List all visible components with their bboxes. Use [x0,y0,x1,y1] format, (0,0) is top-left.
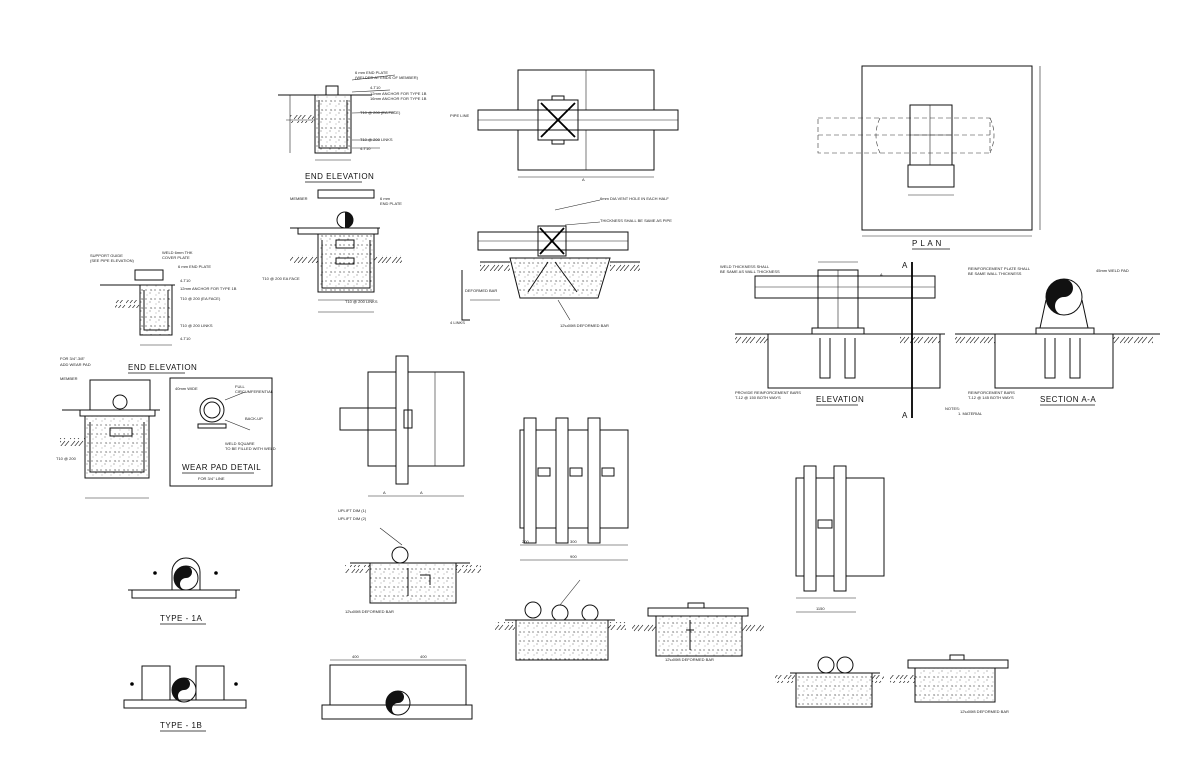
svg-text:A: A [902,411,908,420]
svg-text:T-12 @ 145 BOTH WAYS: T-12 @ 145 BOTH WAYS [968,395,1014,400]
detail-pipe-crossing-plan: PIPE LINE A [450,69,679,182]
svg-text:PROVIDE REINFORCEMENT BARS: PROVIDE REINFORCEMENT BARS [735,390,801,395]
svg-text:BACK-UP: BACK-UP [245,416,263,421]
svg-text:A: A [420,490,423,495]
svg-text:4-T10: 4-T10 [180,336,191,341]
svg-text:A: A [880,272,883,277]
svg-text:T10 @ 200 LINKS: T10 @ 200 LINKS [345,299,378,304]
title-type-1a: TYPE - 1A [160,614,202,623]
title-type-1b: TYPE - 1B [160,721,202,730]
svg-text:DEFORMED BAR: DEFORMED BAR [465,288,497,293]
svg-text:6 mm END PLATE: 6 mm END PLATE [178,264,211,269]
svg-text:40mm WIDE: 40mm WIDE [175,386,198,391]
detail-plan: P L A N [817,65,1041,250]
svg-text:WELD THICKNESS SHALL: WELD THICKNESS SHALL [720,264,770,269]
detail-support-guide: SUPPORT GUIDE (SEE PIPE ELEVATION) WELD … [90,250,237,346]
detail-anchor-block-top: 6 mm END PLATE (WELDED AT ENDS OF MEMBER… [278,70,427,183]
svg-text:FOR 3/4"-3/8": FOR 3/4"-3/8" [60,356,85,361]
svg-text:4 LINKS: 4 LINKS [450,320,465,325]
svg-text:NOTES:: NOTES: [945,406,960,411]
detail-wear-pad: 40mm WIDE FULL CIRCUMFERENTIAL BACK-UP W… [169,377,276,487]
svg-text:45mm WELD PAD: 45mm WELD PAD [1096,268,1129,273]
svg-text:WELD 6mm THK: WELD 6mm THK [162,250,193,255]
detail-double-pipe-plan: 1150 [795,465,885,613]
title-plan: P L A N [912,239,942,248]
svg-text:12mm ANCHOR FOR TYPE 1B: 12mm ANCHOR FOR TYPE 1B [370,91,427,96]
detail-pipe-angled-block: 6mm DIA VENT HOLE IN EACH HALF THICKNESS… [450,196,672,328]
svg-text:900: 900 [570,554,577,559]
svg-text:A: A [383,490,386,495]
detail-elevation-right: A A A WELD THICKNESS SHALL BE SAME AS WA… [720,261,945,420]
svg-text:FULL: FULL [235,384,246,389]
detail-plate-block-section: 12\u00f8 DEFORMED BAR [632,602,764,662]
svg-text:UPLIFT DIM (2): UPLIFT DIM (2) [338,516,367,521]
svg-text:MEMBER: MEMBER [290,196,308,201]
detail-long-plate-pipe: 400 400 [321,654,473,720]
svg-text:WELD SQUARE: WELD SQUARE [225,441,255,446]
svg-text:200: 200 [522,539,529,544]
svg-text:UPLIFT DIM (1): UPLIFT DIM (1) [338,508,367,513]
svg-text:A: A [902,261,908,270]
title-wear-pad: WEAR PAD DETAIL [182,463,261,472]
detail-end-elevation-pipe: 6 mm END PLATE MEMBER T10 @ 200 LINKS T1… [262,189,402,313]
svg-text:T-12 @ 150 BOTH WAYS: T-12 @ 150 BOTH WAYS [735,395,781,400]
svg-text:4-T10: 4-T10 [180,278,191,283]
detail-single-pipe-plan: A A [339,355,465,497]
svg-text:T10 @ 200 LINKS: T10 @ 200 LINKS [360,137,393,142]
detail-end-elevation-left: END ELEVATION FOR 3/4"-3/8" ADD WEAR PAD… [56,356,197,499]
svg-text:COVER PLATE: COVER PLATE [162,255,190,260]
svg-text:PIPE LINE: PIPE LINE [450,113,469,118]
svg-text:BE SAME AS WALL THICKNESS: BE SAME AS WALL THICKNESS [720,269,780,274]
svg-text:400: 400 [420,654,427,659]
title-end-elevation-top: END ELEVATION [305,172,374,181]
svg-text:4-T10: 4-T10 [360,146,371,151]
svg-text:T10 @ 200: T10 @ 200 [56,456,77,461]
svg-text:(WELDED AT ENDS OF MEMBER): (WELDED AT ENDS OF MEMBER) [355,75,419,80]
detail-two-pipes-section [775,656,884,708]
svg-text:T10 @ 200 EA FACE: T10 @ 200 EA FACE [262,276,300,281]
svg-text:THICKNESS SHALL BE SAME AS PIP: THICKNESS SHALL BE SAME AS PIPE [600,218,672,223]
title-end-elevation-left: END ELEVATION [128,363,197,372]
svg-text:T10 @ 200 (EA FACE): T10 @ 200 (EA FACE) [360,110,401,115]
svg-text:END PLATE: END PLATE [380,201,402,206]
detail-type-1a: TYPE - 1A [128,557,240,625]
detail-section-aa: REINFORCEMENT PLATE SHALL BE SAME WALL T… [945,266,1160,416]
svg-text:SUPPORT GUIDE: SUPPORT GUIDE [90,253,123,258]
svg-text:REINFORCEMENT BARS: REINFORCEMENT BARS [968,390,1015,395]
svg-text:1. MATERIAL: 1. MATERIAL [958,411,983,416]
svg-text:MEMBER: MEMBER [60,376,78,381]
svg-text:BE SAME WALL THICKNESS: BE SAME WALL THICKNESS [968,271,1022,276]
title-elevation: ELEVATION [816,395,864,404]
detail-pipe-block-section: UPLIFT DIM (1) UPLIFT DIM (2) 12\u00f8 D… [338,508,481,614]
svg-text:TO BE FILLED WITH WELD: TO BE FILLED WITH WELD [225,446,276,451]
title-section-aa: SECTION A-A [1040,395,1096,404]
svg-text:CIRCUMFERENTIAL: CIRCUMFERENTIAL [235,389,274,394]
svg-text:4-T10: 4-T10 [370,85,381,90]
svg-text:16mm ANCHOR FOR TYPE 1B: 16mm ANCHOR FOR TYPE 1B [370,96,427,101]
svg-text:6 mm: 6 mm [380,196,391,201]
detail-triple-pipe-plan: 200 300 900 [519,417,629,561]
svg-text:12\u00f8 DEFORMED BAR: 12\u00f8 DEFORMED BAR [960,709,1009,714]
svg-text:12mm ANCHOR FOR TYPE 1B: 12mm ANCHOR FOR TYPE 1B [180,286,237,291]
svg-text:ADD WEAR PAD: ADD WEAR PAD [60,362,91,367]
svg-text:FOR 3/4" LINE: FOR 3/4" LINE [198,476,225,481]
svg-text:6mm DIA VENT HOLE IN EACH HALF: 6mm DIA VENT HOLE IN EACH HALF [600,196,669,201]
svg-text:400: 400 [352,654,359,659]
svg-text:T10 @ 200 LINKS: T10 @ 200 LINKS [180,323,213,328]
svg-text:1150: 1150 [816,606,825,611]
svg-text:REINFORCEMENT PLATE SHALL: REINFORCEMENT PLATE SHALL [968,266,1031,271]
svg-text:6 mm END PLATE: 6 mm END PLATE [355,70,388,75]
svg-text:300: 300 [570,539,577,544]
svg-text:(SEE PIPE ELEVATION): (SEE PIPE ELEVATION) [90,258,135,263]
svg-text:12\u00f8 DEFORMED BAR: 12\u00f8 DEFORMED BAR [560,323,609,328]
svg-text:A: A [582,177,585,182]
svg-text:T10 @ 200 (EA FACE): T10 @ 200 (EA FACE) [180,296,221,301]
detail-three-pipes-section [495,579,626,661]
detail-type-1b: TYPE - 1B [123,665,247,732]
detail-plate-block-right: 12\u00f8 DEFORMED BAR [890,654,1009,714]
svg-text:12\u00f8 DEFORMED BAR: 12\u00f8 DEFORMED BAR [345,609,394,614]
svg-text:12\u00f8 DEFORMED BAR: 12\u00f8 DEFORMED BAR [665,657,714,662]
